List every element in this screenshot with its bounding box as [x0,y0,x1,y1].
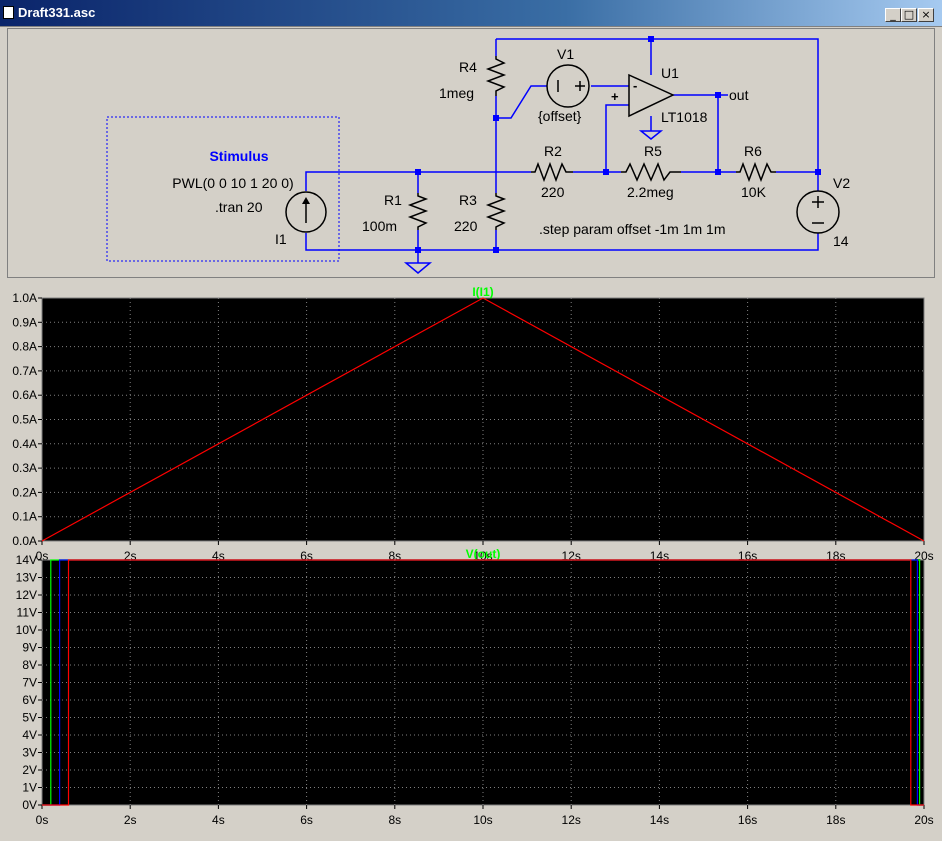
R5-resistor[interactable] [621,162,681,182]
chart1-y-tick-label: 0.0A [12,534,37,548]
chart1-y-tick-label: 0.7A [12,364,37,378]
chart2-series-3-line [42,559,924,806]
out-net-label: out [729,87,749,103]
R6-label: R6 [744,143,762,159]
chart2-x-tick-label: 20s [914,813,933,827]
chart2-x-tick-label: 6s [300,813,313,827]
R3-resistor[interactable] [485,193,507,230]
I1-label: I1 [275,231,287,247]
chart1-y-tick-label: 0.9A [12,315,37,329]
R2-resistor[interactable] [531,161,573,183]
chart1-y-tick-label: 0.1A [12,510,37,524]
chart2-y-tick-label: 2V [22,763,37,777]
V1-label: V1 [557,46,574,62]
waveform-canvas[interactable]: 0s 2s 4s 6s 8s 10s 12s 14s 16s 18s 20s 0.0A 0.1A 0.2A… [0,282,942,836]
U1-plus-pin: + [611,89,619,104]
window-title-bar[interactable]: Draft331.asc _ □ × [0,0,942,27]
I1-current-source[interactable] [285,191,327,233]
chart2-y-tick-label: 11V [17,606,37,620]
chart2-x-tick-label: 14s [650,813,669,827]
R6-resistor[interactable] [736,161,776,183]
R4-label: R4 [459,59,477,75]
R2-label: R2 [544,143,562,159]
step-directive: .step param offset -1m 1m 1m [539,221,725,237]
chart1-y-tick-label: 0.5A [12,413,37,427]
chart2-y-tick-label: 12V [16,588,37,602]
chart2-title: V(out) [466,547,501,561]
chart2-x-tick-label: 16s [738,813,757,827]
tran-directive: .tran 20 [215,199,263,215]
stimulus-box[interactable] [106,116,340,262]
R2-value: 220 [541,184,565,200]
U1-label: U1 [661,65,679,81]
stimulus-title: Stimulus [209,148,268,164]
V1-voltage-source[interactable] [546,64,590,108]
R3-value: 220 [454,218,478,234]
chart2-x-tick-label: 18s [826,813,845,827]
ground-symbol [403,262,433,274]
chart2-y-tick-label: 14V [16,553,37,567]
R1-resistor[interactable] [407,193,429,230]
document-icon [3,6,14,19]
U1-opamp[interactable] [628,73,675,118]
minimize-button[interactable]: _ [885,8,901,22]
R6-value: 10K [741,184,767,200]
R1-label: R1 [384,192,402,208]
R1-value: 100m [362,218,397,234]
chart2-x-tick-label: 12s [562,813,581,827]
chart1-title: I(I1) [472,285,493,299]
R5-value: 2.2meg [627,184,674,200]
window-title: Draft331.asc [18,5,96,20]
wires [305,38,819,263]
chart2-x-tick-label: 0s [36,813,49,827]
V2-voltage-source[interactable] [796,190,840,234]
chart2-x-tick-label: 2s [124,813,137,827]
R3-label: R3 [459,192,477,208]
chart2-x-tick-label: 4s [212,813,225,827]
opamp-ground-symbol [638,130,664,140]
schematic-canvas[interactable]: Stimulus PWL(0 0 10 1 20 0) .tran 20 [8,29,934,277]
close-button[interactable]: × [918,8,934,22]
V2-label: V2 [833,175,850,191]
R5-label: R5 [644,143,662,159]
chart2-y-tick-label: 3V [22,746,37,760]
chart1-series-1-line [41,297,925,542]
chart1-y-tick-label: 1.0A [12,291,37,305]
chart2-x-tick-label: 8s [388,813,401,827]
R4-value: 1meg [439,85,474,101]
chart1-y-tick-label: 0.2A [12,485,37,499]
schematic-pane[interactable]: Stimulus PWL(0 0 10 1 20 0) .tran 20 [7,28,935,278]
U1-minus-pin: - [633,78,637,93]
U1-value: LT1018 [661,109,708,125]
chart2-x-tick-label: 10s [473,813,492,827]
maximize-button[interactable]: □ [901,8,917,22]
V1-value: {offset} [538,108,582,124]
chart2-y-tick-label: 5V [22,711,37,725]
chart1-y-tick-label: 0.4A [12,437,37,451]
chart2-y-tick-label: 13V [16,571,37,585]
chart1-y-tick-label: 0.8A [12,340,37,354]
chart2-y-tick-label: 7V [22,676,37,690]
chart2-y-tick-label: 10V [16,623,37,637]
chart2-y-tick-label: 8V [22,658,37,672]
V2-value: 14 [833,233,849,249]
chart2-y-tick-label: 0V [22,798,37,812]
chart2-y-tick-label: 1V [22,781,37,795]
pwl-directive: PWL(0 0 10 1 20 0) [172,175,293,191]
chart2-y-tick-label: 4V [22,728,37,742]
chart2-y-tick-label: 9V [22,641,37,655]
chart1-y-tick-label: 0.3A [12,461,37,475]
chart2-y-tick-label: 6V [22,693,37,707]
junction-dots [415,36,821,253]
chart1-y-tick-label: 0.6A [12,388,37,402]
R4-resistor[interactable] [485,56,507,96]
waveform-pane[interactable]: 0s 2s 4s 6s 8s 10s 12s 14s 16s 18s 20s 0.0A 0.1A 0.2A… [0,282,942,836]
